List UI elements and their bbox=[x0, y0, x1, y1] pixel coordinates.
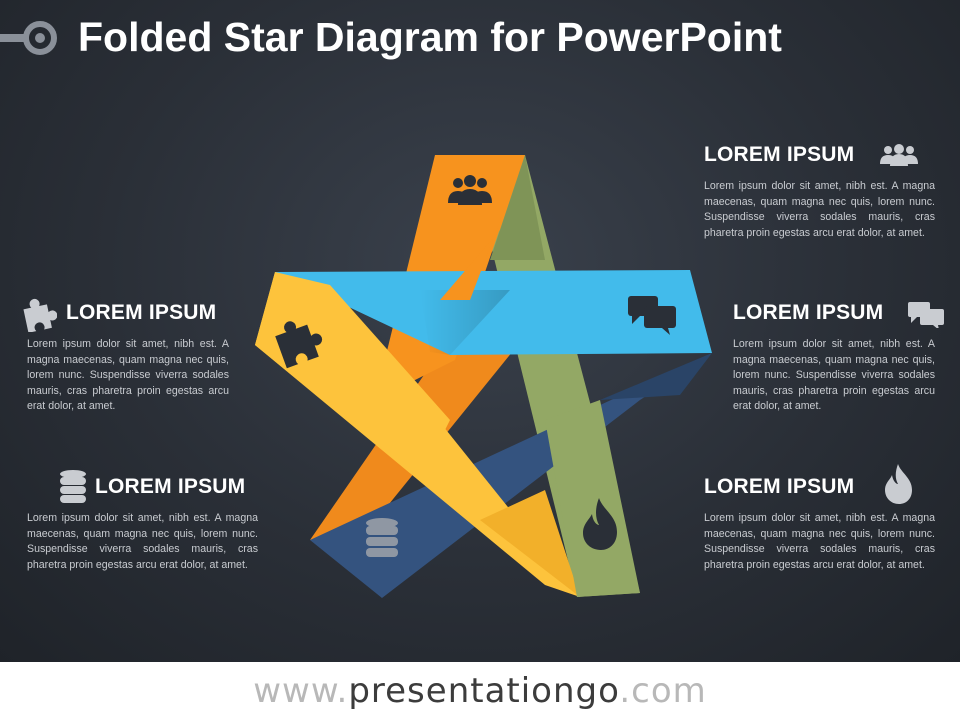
footer-brand: presentationgo bbox=[348, 671, 620, 711]
item-1-body: Lorem ipsum dolor sit amet, nibh est. A … bbox=[704, 180, 935, 239]
title-ring-icon bbox=[0, 21, 57, 55]
star-chat-bubbles-icon bbox=[628, 296, 676, 335]
item-1-heading: LOREM IPSUM bbox=[704, 143, 855, 166]
blue-band bbox=[275, 270, 712, 355]
page-title: Folded Star Diagram for PowerPoint bbox=[78, 14, 782, 60]
item-4-heading: LOREM IPSUM bbox=[95, 475, 246, 498]
star-flame-icon bbox=[583, 498, 617, 550]
item-5-body: Lorem ipsum dolor sit amet, nibh est. A … bbox=[27, 338, 229, 413]
flame-icon bbox=[885, 464, 912, 504]
item-2-heading: LOREM IPSUM bbox=[733, 301, 884, 324]
item-3-heading: LOREM IPSUM bbox=[704, 475, 855, 498]
item-3-body: Lorem ipsum dolor sit amet, nibh est. A … bbox=[704, 512, 935, 571]
footer-prefix: www. bbox=[253, 671, 349, 711]
item-5-heading: LOREM IPSUM bbox=[66, 301, 217, 324]
star-database-icon bbox=[366, 518, 398, 557]
puzzle-icon bbox=[23, 298, 57, 332]
footer-suffix: .com bbox=[619, 671, 707, 711]
database-icon bbox=[60, 470, 86, 503]
navy-band bbox=[310, 353, 712, 598]
item-4-body: Lorem ipsum dolor sit amet, nibh est. A … bbox=[27, 512, 258, 571]
slide: Folded Star Diagram for PowerPoint bbox=[0, 0, 960, 662]
star-people-icon bbox=[448, 175, 492, 205]
chat-bubbles-icon bbox=[908, 302, 944, 328]
footer-url[interactable]: www.presentationgo.com bbox=[0, 662, 960, 720]
star-puzzle-icon bbox=[275, 321, 323, 369]
item-2-body: Lorem ipsum dolor sit amet, nibh est. A … bbox=[733, 338, 935, 413]
people-icon bbox=[880, 144, 918, 166]
folded-star-diagram bbox=[255, 155, 712, 598]
